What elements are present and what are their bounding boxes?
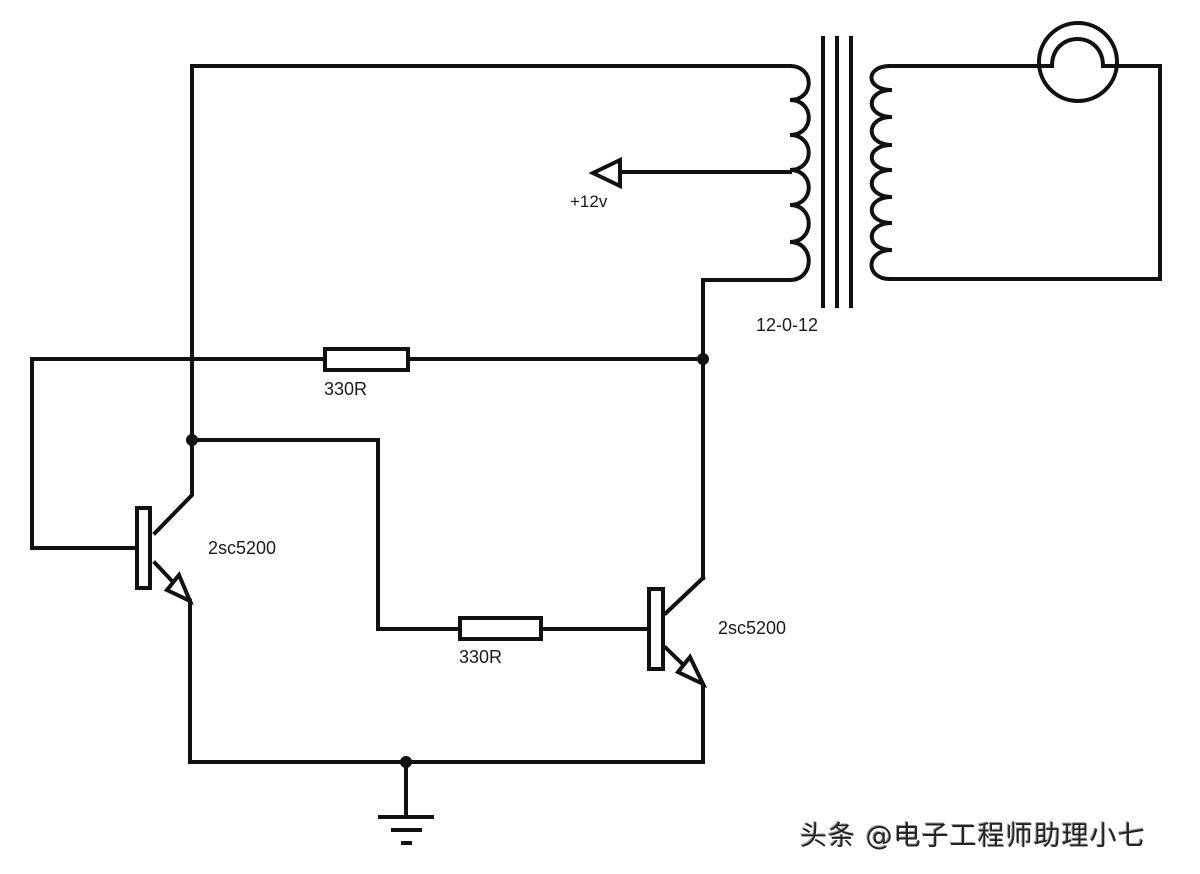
watermark: 头条 @电子工程师助理小七 <box>800 821 1146 852</box>
junction-dot <box>186 434 198 446</box>
wire-secondary-loop <box>888 64 1162 281</box>
q1-collector <box>152 438 194 536</box>
transistor-q2-label: 2sc5200 <box>718 618 786 638</box>
wire-ground-rail <box>188 760 705 817</box>
lamp-icon <box>1037 21 1119 103</box>
resistor-r1 <box>323 347 410 372</box>
transformer-primary-coil <box>787 63 811 283</box>
transformer-secondary-coil <box>869 63 893 282</box>
q2-collector <box>663 575 706 616</box>
wire-primary-top <box>190 64 792 442</box>
transistor-q1-label: 2sc5200 <box>208 538 276 558</box>
resistor-r2-label: 330R <box>459 647 502 667</box>
transistor-q1 <box>135 438 194 764</box>
wire-primary-bottom <box>701 278 792 580</box>
transformer-label: 12-0-12 <box>756 315 818 335</box>
resistor-r2 <box>458 616 543 641</box>
ground-icon <box>378 815 434 845</box>
wire-r2 <box>190 438 652 631</box>
supply-arrow-icon <box>588 156 622 190</box>
resistor-r1-label: 330R <box>324 379 367 399</box>
q1-emitter-arrow-icon <box>163 571 194 606</box>
wire-r1 <box>30 357 705 550</box>
q2-base-bar <box>647 587 665 671</box>
junction-dot <box>697 353 709 365</box>
supply-label: +12v <box>570 192 608 211</box>
junction-dot <box>400 756 412 768</box>
transistor-q2 <box>647 575 708 764</box>
q2-emitter-arrow-icon <box>674 653 708 689</box>
lamp-filament <box>1038 37 1117 68</box>
q1-base-bar <box>135 506 152 590</box>
